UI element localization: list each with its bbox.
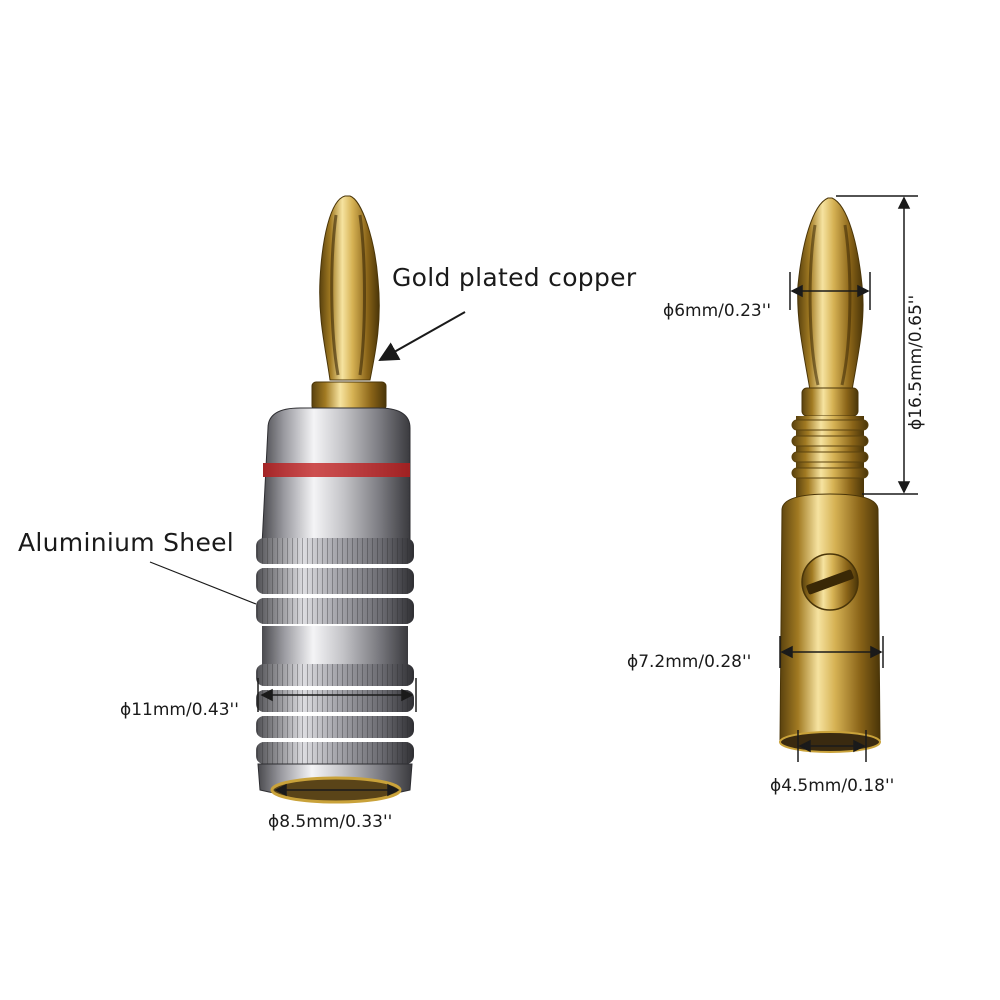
right-bore-opening (779, 731, 881, 753)
body-diameter-dim (779, 636, 884, 668)
tip-diameter-label: ϕ6mm/0.23'' (663, 301, 772, 321)
outer-diameter-dim (257, 678, 417, 712)
knurled-grip (256, 538, 414, 764)
bore-diameter-dim (797, 730, 867, 762)
tip-diameter-dim (789, 272, 871, 310)
gold-callout-leader (378, 311, 466, 361)
right-gold-tip (797, 197, 864, 391)
left-plug (256, 195, 414, 804)
right-plug (779, 197, 881, 753)
threaded-section (791, 416, 869, 500)
pin-length-label: ϕ16.5mm/0.65'' (906, 294, 926, 430)
inner-diameter-dim (274, 783, 400, 797)
inner-diameter-label: ϕ8.5mm/0.33'' (268, 812, 393, 832)
outer-diameter-label: ϕ11mm/0.43'' (120, 700, 239, 720)
bore-diameter-label: ϕ4.5mm/0.18'' (770, 776, 895, 796)
body-diameter-label: ϕ7.2mm/0.28'' (627, 652, 752, 672)
gold-plated-callout: Gold plated copper (392, 263, 637, 292)
aluminium-shell-callout: Aluminium Sheel (18, 528, 235, 557)
left-gold-tip (319, 195, 380, 381)
shell-callout-leader (149, 561, 257, 605)
pin-length-dim (836, 195, 918, 495)
